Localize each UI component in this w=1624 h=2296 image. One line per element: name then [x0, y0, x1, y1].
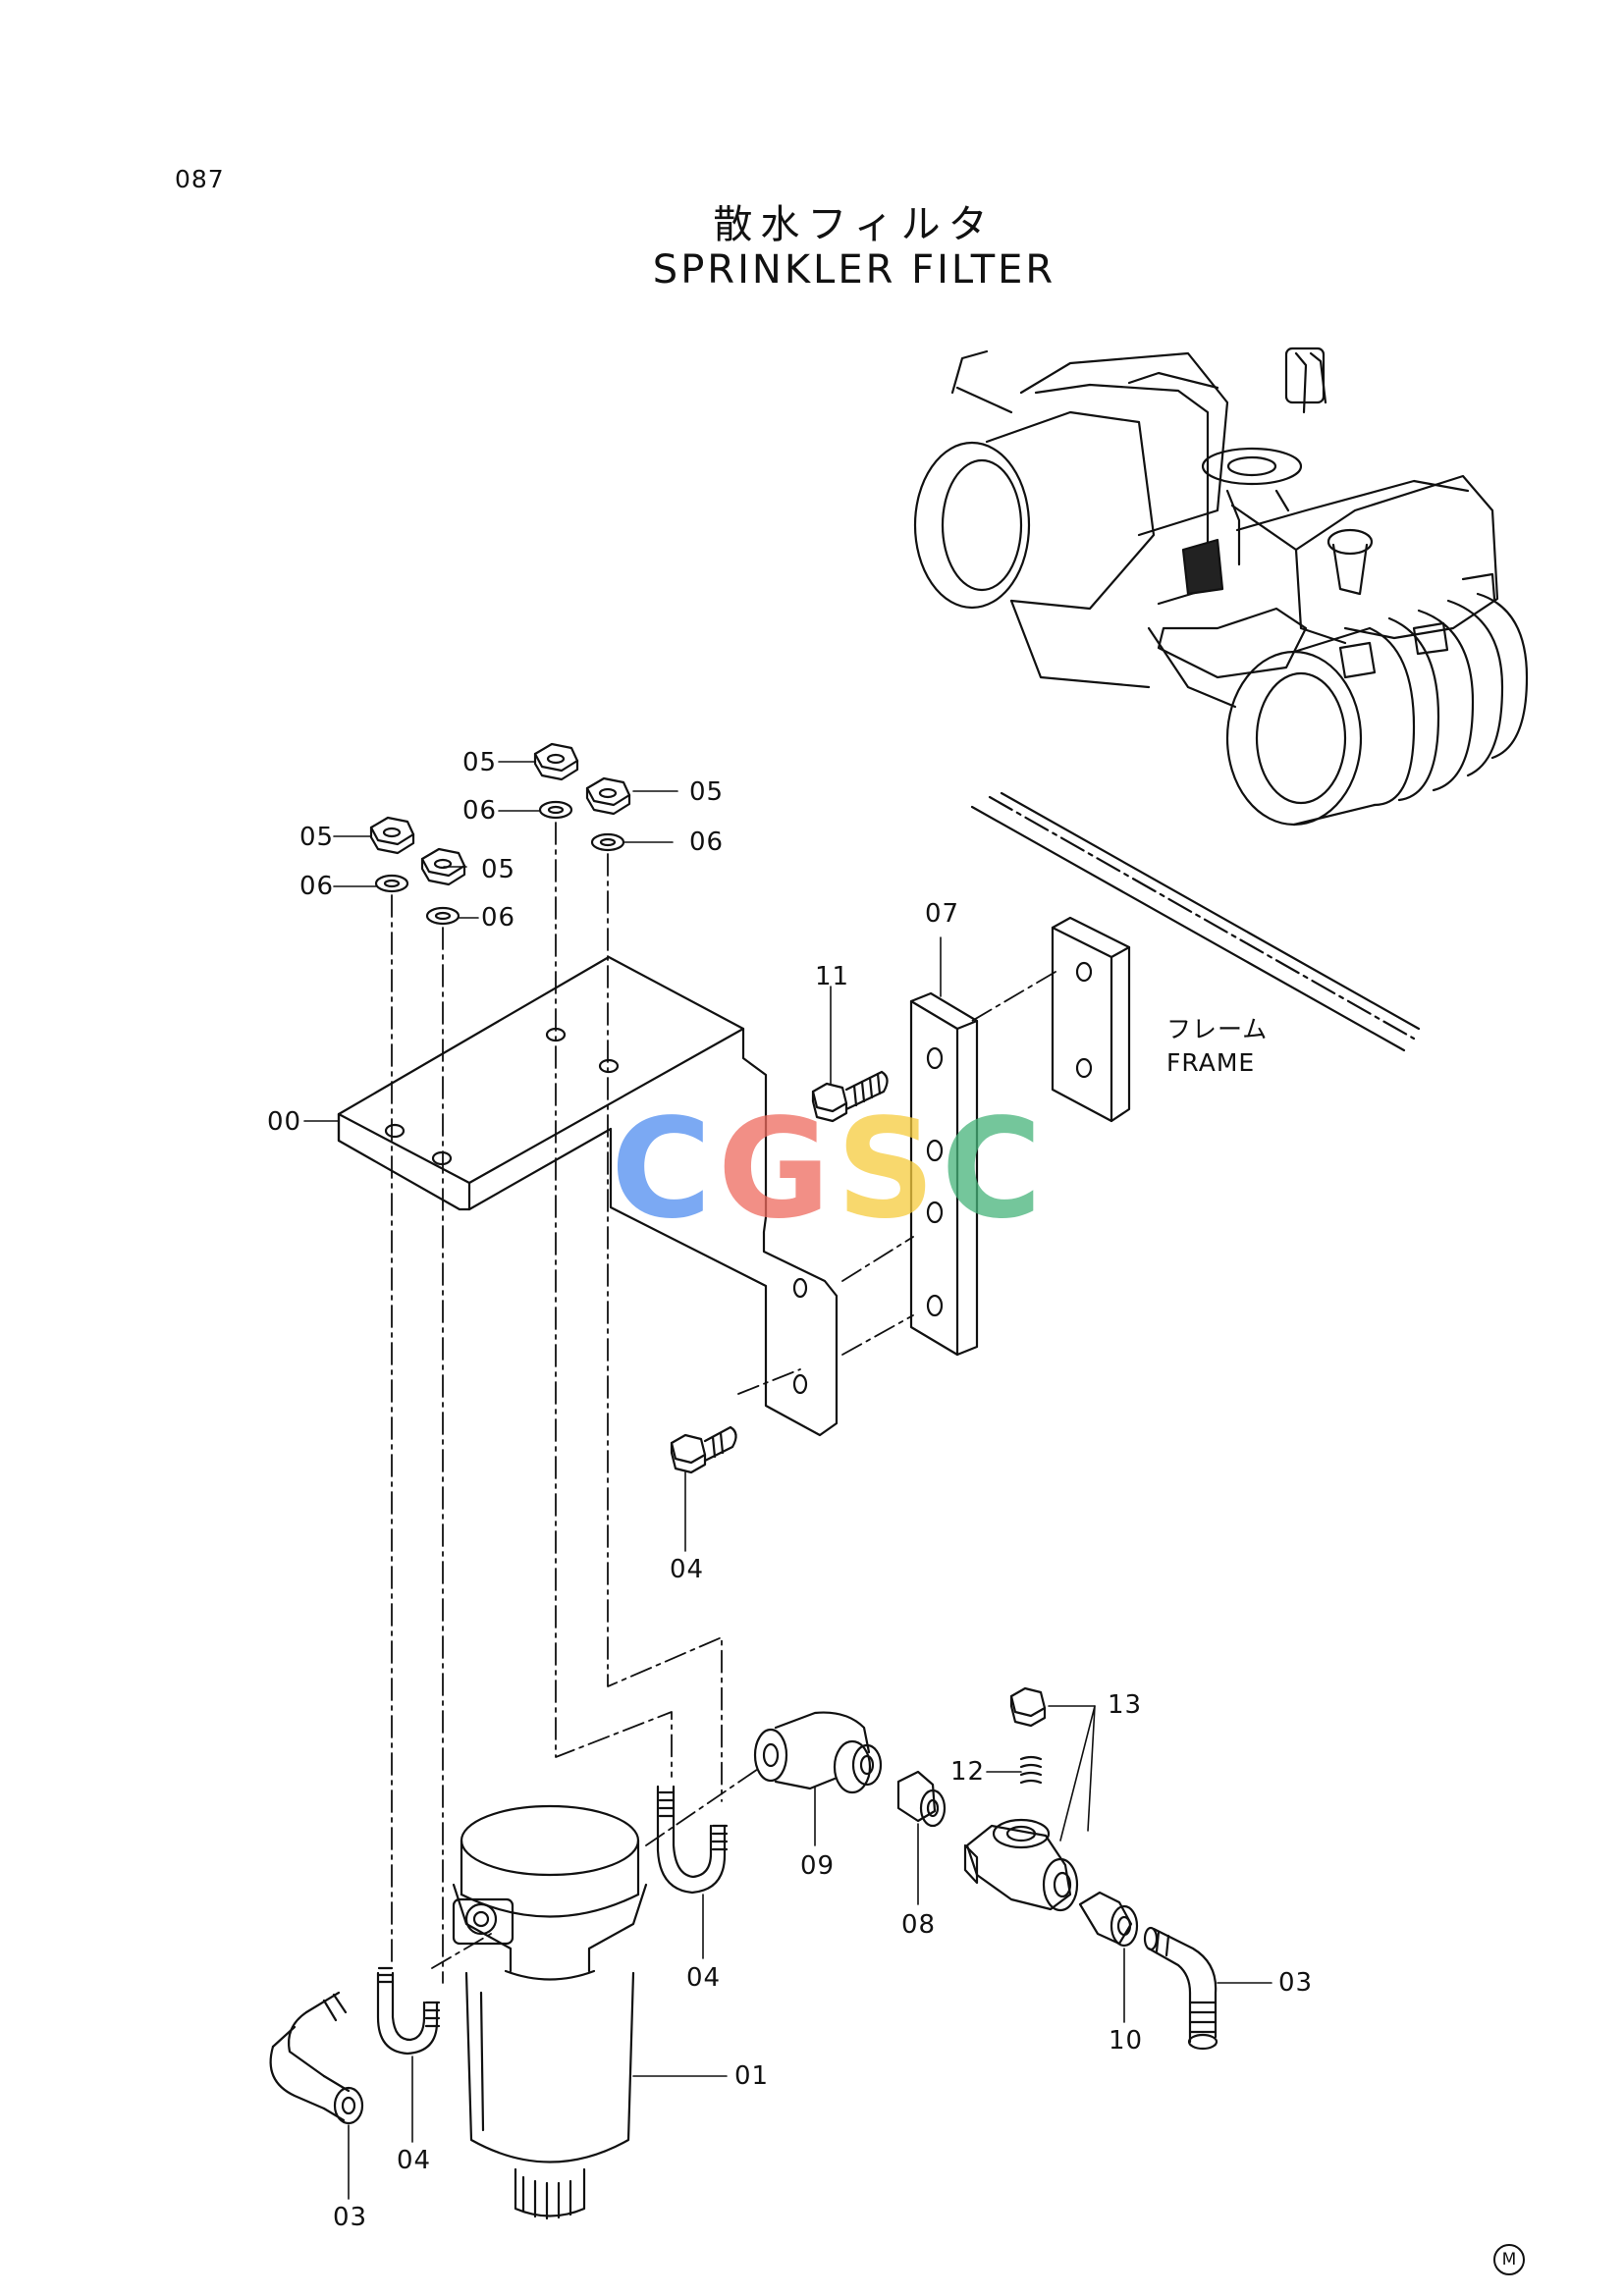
callout-label: 08 [901, 1910, 937, 1940]
callout-label: 10 [1109, 2026, 1144, 2056]
watermark-letter: C [941, 1090, 1049, 1250]
title-japanese: 散水フィルタ [713, 202, 996, 247]
watermark-letter: G [717, 1090, 837, 1250]
watermark-letter: C [611, 1090, 718, 1250]
fitting-10-drawing [1078, 1891, 1139, 1948]
callout-label: 05 [299, 823, 335, 852]
callout-label: 13 [1108, 1690, 1143, 1720]
leader-lines [303, 761, 1272, 2200]
u-hose-04-middle-drawing [656, 1785, 729, 1895]
callout-label: 09 [800, 1851, 836, 1881]
page-number: 087 [175, 165, 225, 193]
callout-label: 05 [462, 748, 498, 777]
callout-label: 06 [689, 828, 725, 857]
frame-label-english: FRAME [1166, 1048, 1256, 1077]
callout-label: 11 [815, 962, 850, 991]
watermark-letter: S [836, 1090, 942, 1250]
callout-label: 05 [481, 855, 516, 884]
callout-label: 01 [734, 2061, 770, 2091]
fitting-08-drawing [896, 1770, 947, 1828]
nuts-and-washers-drawing [369, 742, 631, 926]
bolt-11-drawing [811, 1070, 889, 1123]
strainer-body-drawing [963, 1686, 1079, 1912]
assembly-center-lines [391, 822, 1056, 1984]
filter-01-drawing [452, 1804, 648, 2220]
callout-label: 07 [925, 899, 960, 929]
watermark-logo: CGSC [611, 1090, 1048, 1250]
elbow-09-drawing [753, 1711, 883, 1794]
callout-label: 00 [267, 1107, 302, 1137]
u-hose-04-lower-drawing [376, 1966, 441, 2056]
callout-label: 04 [397, 2146, 432, 2175]
frame-block-drawing [1051, 916, 1131, 1123]
bolt-04-upper-drawing [670, 1425, 737, 1474]
elbow-03-right-drawing [1143, 1926, 1218, 2051]
frame-label: フレーム FRAME [1166, 1013, 1268, 1080]
callout-label: 06 [299, 872, 335, 901]
callout-label: 12 [950, 1757, 986, 1787]
m-mark-symbol: M [1493, 2244, 1525, 2275]
callout-label: 06 [481, 903, 516, 933]
elbow-03-left-drawing [269, 1991, 364, 2125]
callout-label: 03 [333, 2203, 368, 2232]
frame-rail [970, 791, 1421, 1052]
callout-label: 06 [462, 796, 498, 826]
frame-label-japanese: フレーム [1166, 1015, 1269, 1043]
callout-label: 04 [670, 1555, 705, 1584]
plate-07-drawing [909, 991, 979, 1357]
callout-label: 03 [1278, 1968, 1314, 1998]
machine-overview-drawing [913, 347, 1529, 827]
callout-label: 04 [686, 1963, 722, 1993]
callout-label: 05 [689, 777, 725, 807]
bracket-00-drawing [337, 955, 839, 1437]
title-english: SPRINKLER FILTER [652, 247, 1056, 293]
